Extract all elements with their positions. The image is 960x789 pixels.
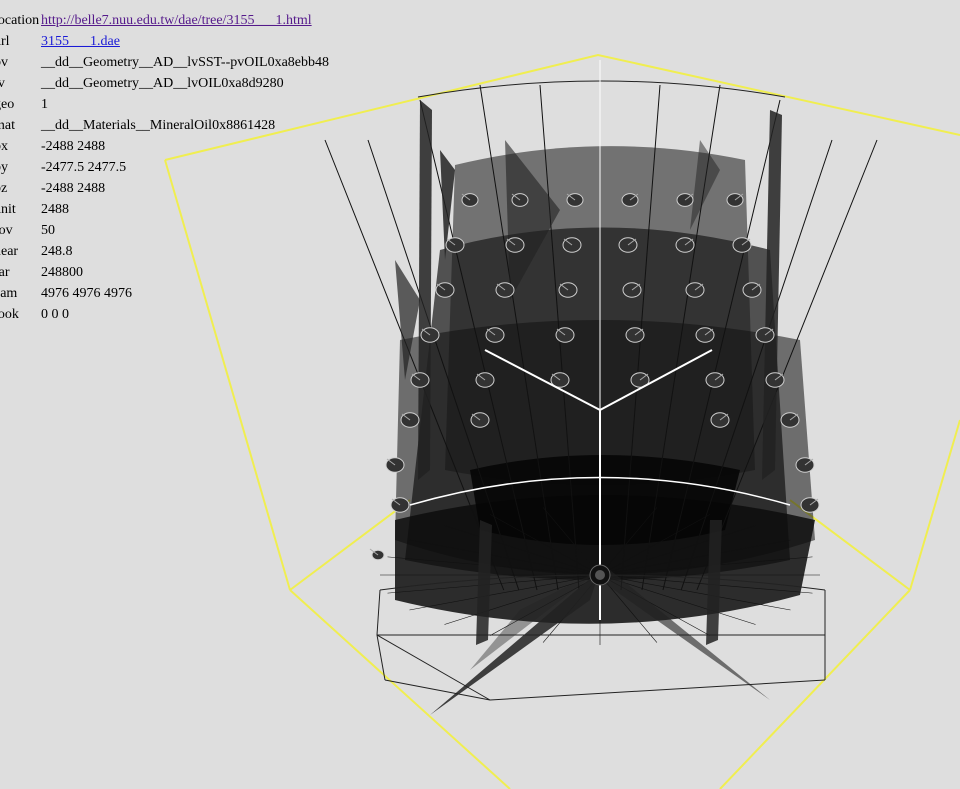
pmt-array [369,193,820,561]
info-key: near [0,243,19,259]
info-key: pv [0,54,8,70]
info-row-url: url 3155___1.dae [0,31,329,52]
axes [409,60,791,620]
info-value: 0 0 0 [41,306,69,322]
info-value: __dd__Geometry__AD__lvSST--pvOIL0xa8ebb4… [41,54,330,70]
info-row-geo: geo 1 [0,94,329,115]
info-key: by [0,159,8,175]
info-value: -2488 2488 [41,138,106,154]
info-key: bz [0,180,8,196]
info-row-near: near 248.8 [0,241,329,262]
info-key: url [0,33,10,49]
info-value: 248.8 [41,243,73,259]
info-key: bx [0,138,8,154]
info-row-bx: bx -2488 2488 [0,136,329,157]
info-value: __dd__Geometry__AD__lvOIL0xa8d9280 [41,75,284,91]
info-value: 248800 [41,264,83,280]
info-value: 2488 [41,201,69,217]
info-key: cam [0,285,18,301]
info-row-far: far 248800 [0,262,329,283]
info-key: look [0,306,19,322]
info-row-lv: lv __dd__Geometry__AD__lvOIL0xa8d9280 [0,73,329,94]
info-value: __dd__Materials__MineralOil0x8861428 [41,117,276,133]
info-key: geo [0,96,15,112]
info-row-fov: fov 50 [0,220,329,241]
url-link[interactable]: 3155___1.dae [41,33,120,49]
center-hub [589,564,611,586]
info-key: lv [0,75,5,91]
info-value: 50 [41,222,55,238]
fin-wedges [395,100,782,715]
bounding-box [164,53,960,789]
info-row-look: look 0 0 0 [0,304,329,325]
info-value: 4976 4976 4976 [41,285,132,301]
info-row-unit: unit 2488 [0,199,329,220]
info-row-cam: cam 4976 4976 4976 [0,283,329,304]
info-value: -2477.5 2477.5 [41,159,127,175]
info-value: 1 [41,96,48,112]
info-key: mat [0,117,15,133]
info-row-pv: pv __dd__Geometry__AD__lvSST--pvOIL0xa8e… [0,52,329,73]
info-key: location [0,12,40,28]
info-key: fov [0,222,13,238]
info-row-by: by -2477.5 2477.5 [0,157,329,178]
info-panel: location http://belle7.nuu.edu.tw/dae/tr… [0,10,329,325]
info-key: far [0,264,10,280]
location-link[interactable]: http://belle7.nuu.edu.tw/dae/tree/3155__… [41,12,312,28]
info-row-bz: bz -2488 2488 [0,178,329,199]
info-key: unit [0,201,16,217]
info-row-mat: mat __dd__Materials__MineralOil0x8861428 [0,115,329,136]
info-row-location: location http://belle7.nuu.edu.tw/dae/tr… [0,10,329,31]
info-value: -2488 2488 [41,180,106,196]
